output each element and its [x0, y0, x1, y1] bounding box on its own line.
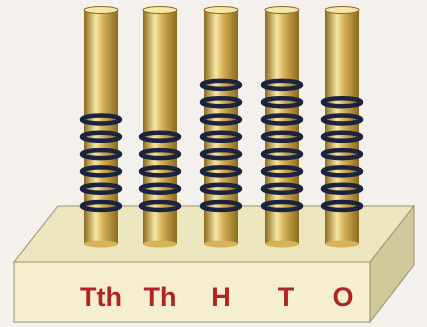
rod-t: [263, 7, 301, 248]
rod-tth: [82, 7, 120, 248]
base-front-face: [14, 262, 370, 322]
label-o: O: [332, 282, 353, 312]
rod-cap: [204, 7, 238, 14]
rod-h: [202, 7, 240, 248]
label-tth: Tth: [80, 282, 122, 312]
rod-cap: [84, 7, 118, 14]
label-th: Th: [144, 282, 177, 312]
rod-cap: [265, 7, 299, 14]
rod-cap: [143, 7, 177, 14]
rod-th: [141, 7, 179, 248]
rod-foot: [84, 241, 118, 248]
rod-foot: [204, 241, 238, 248]
label-h: H: [211, 282, 231, 312]
rod-cap: [325, 7, 359, 14]
rod-o: [323, 7, 361, 248]
rod-foot: [265, 241, 299, 248]
label-t: T: [278, 282, 295, 312]
rod-foot: [143, 241, 177, 248]
rod-foot: [325, 241, 359, 248]
